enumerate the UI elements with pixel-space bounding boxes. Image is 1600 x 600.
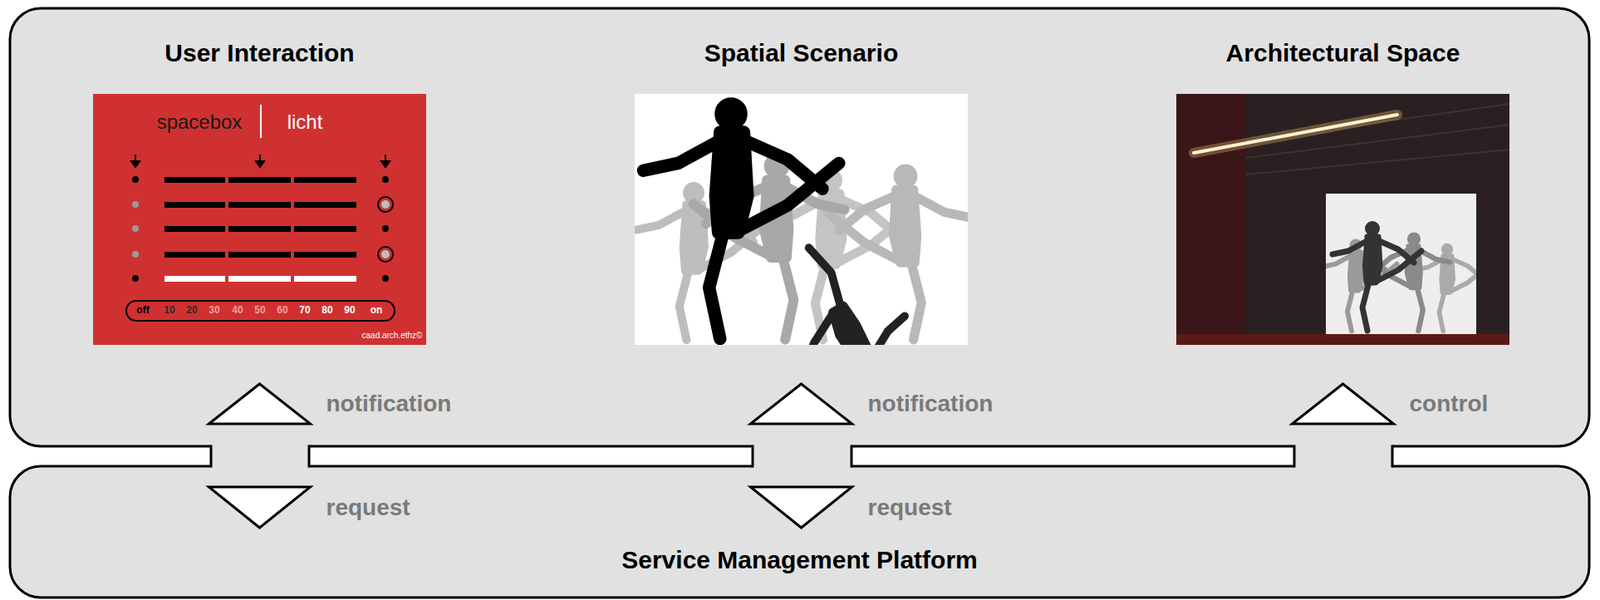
- copyright-note: caad.arch.ethz©: [362, 330, 423, 341]
- illustration-part: [1415, 245, 1477, 332]
- illustration-part: [1176, 333, 1510, 345]
- platform-band: Service Management Platform: [9, 466, 1590, 598]
- illustration-part: [308, 445, 311, 468]
- scale-tick: 90: [343, 304, 355, 317]
- illustration-part: [126, 300, 395, 321]
- scale-tick: 40: [231, 304, 243, 317]
- flow-arrow: [209, 383, 311, 424]
- scale-tick: 80: [321, 304, 333, 317]
- illustration-part: [381, 200, 390, 209]
- illustration-part: [164, 176, 226, 183]
- illustration-part: [210, 445, 213, 468]
- scale-tick: 20: [186, 304, 197, 317]
- illustration-part: [228, 251, 291, 258]
- illustration-part: [164, 275, 357, 282]
- illustration-part: [636, 103, 968, 345]
- illustration-part: [294, 176, 357, 183]
- illustration-part: [132, 274, 139, 282]
- flow-label: notification: [323, 390, 456, 418]
- illustration-part: [164, 275, 226, 282]
- illustration-part: [752, 438, 852, 474]
- dancer-silhouettes: [634, 93, 970, 416]
- flow-label: notification: [864, 390, 997, 418]
- illustration-part: [1293, 445, 1296, 468]
- scale-tick: 60: [276, 304, 288, 317]
- room-photo: [1176, 93, 1510, 345]
- illustration-part: [377, 196, 393, 212]
- flow-arrow: [750, 383, 853, 424]
- illustration-part: [1176, 93, 1247, 345]
- illustration-part: [132, 225, 139, 232]
- component-panel: Spatial Scenario: [634, 93, 968, 345]
- illustration-part: [1193, 114, 1398, 153]
- illustration-part: [228, 225, 291, 232]
- illustration-part: [164, 176, 357, 258]
- illustration-part: [294, 201, 357, 208]
- scale-tick: 10: [163, 304, 175, 317]
- illustration-part: [164, 201, 226, 208]
- illustration-part: [93, 93, 427, 345]
- illustration-part: [381, 161, 390, 167]
- platform-band-shape: [9, 466, 1590, 598]
- illustration-part: [132, 201, 139, 208]
- illustration-part: [228, 275, 291, 282]
- illustration-part: [1391, 445, 1394, 468]
- flow-label: request: [323, 494, 414, 521]
- flow-arrow: [1292, 383, 1394, 424]
- flow-label: control: [1406, 390, 1493, 418]
- illustration-part: [211, 438, 310, 474]
- platform-title: Service Management Platform: [9, 545, 1590, 575]
- illustration-part: [381, 250, 390, 259]
- illustration-part: [228, 176, 291, 183]
- illustration-part: [382, 274, 389, 282]
- panel-brand: spacebox: [157, 110, 243, 134]
- illustration-part: [228, 201, 291, 208]
- illustration-part: [260, 104, 262, 138]
- illustration-part: [131, 161, 140, 167]
- illustration-part: [1246, 124, 1510, 158]
- illustration-part: [1325, 224, 1477, 332]
- panel-mode: licht: [287, 110, 324, 134]
- band-notches: [211, 438, 1393, 474]
- illustration-part: [131, 154, 390, 167]
- illustration-part: [132, 250, 139, 258]
- flow-arrow: [209, 486, 311, 528]
- component-panel: Architectural Space: [1176, 93, 1510, 345]
- component-title: User Interaction: [43, 39, 477, 68]
- top-band: [9, 8, 1590, 447]
- illustration-part: [743, 223, 927, 345]
- illustration-part: [382, 225, 389, 232]
- illustration-part: [294, 251, 357, 258]
- scale-tick: 50: [254, 304, 266, 317]
- illustration-part: [1176, 93, 1510, 345]
- illustration-part: [255, 161, 265, 167]
- illustration-part: [294, 225, 357, 232]
- control-panel-picture: [93, 93, 427, 345]
- illustration-part: [164, 251, 226, 258]
- illustration-part: [1193, 114, 1398, 153]
- flow-label: request: [864, 494, 956, 521]
- illustration-part: [211, 445, 1393, 468]
- scale-tick: 70: [299, 304, 310, 317]
- flow-arrow: [750, 486, 853, 528]
- component-title: Spatial Scenario: [584, 39, 1018, 68]
- illustration-part: [1332, 224, 1422, 332]
- scale-tick: 30: [208, 304, 220, 317]
- illustration-part: [751, 445, 755, 468]
- illustration-part: [642, 103, 839, 339]
- illustration-part: [382, 176, 389, 183]
- illustration-part: [377, 246, 393, 262]
- scale-tick: off: [136, 304, 149, 317]
- illustration-part: [164, 225, 226, 232]
- illustration-part: [132, 176, 139, 183]
- component-title: Architectural Space: [1126, 39, 1560, 68]
- illustration-part: [1294, 438, 1393, 474]
- illustration-part: [294, 275, 357, 282]
- scale-tick: on: [370, 304, 383, 317]
- illustration-part: [850, 445, 854, 468]
